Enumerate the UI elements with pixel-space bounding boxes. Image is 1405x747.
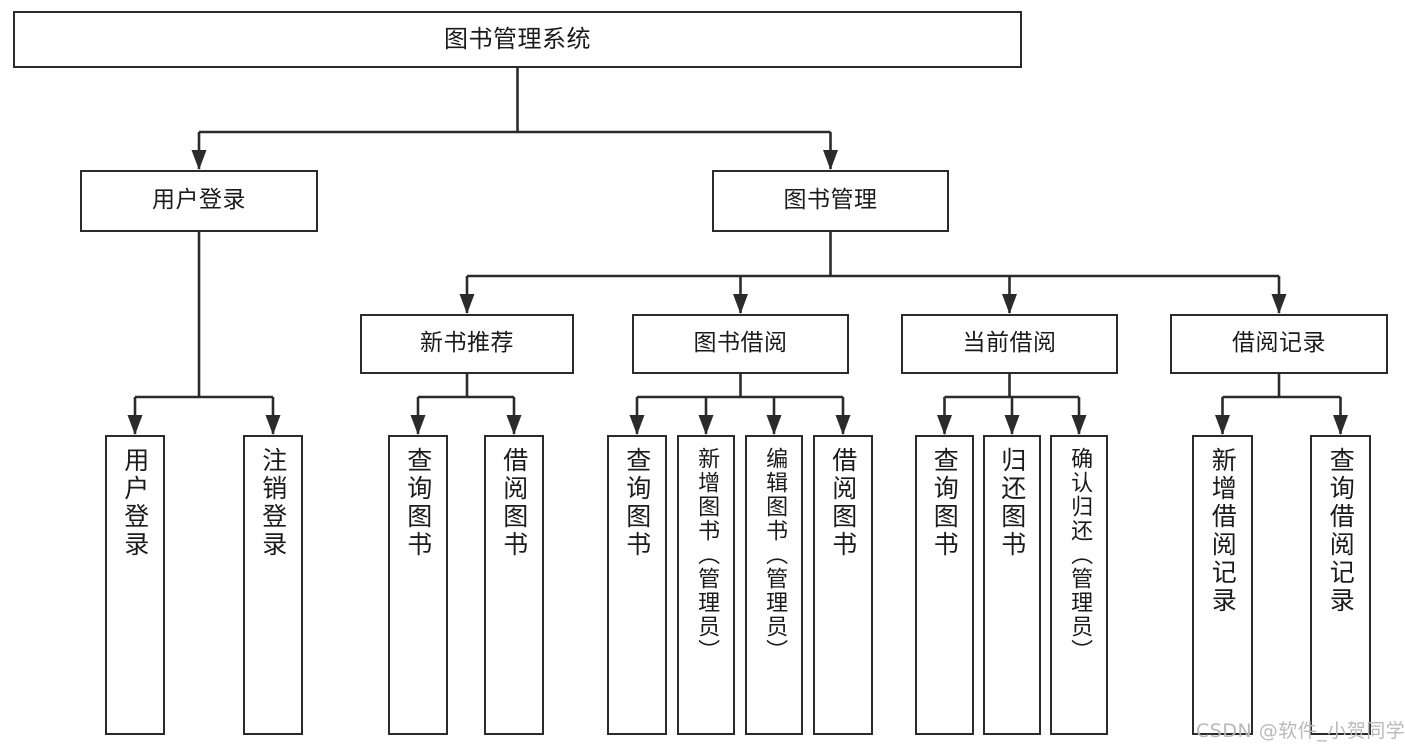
- node-label: 借阅记录: [1232, 330, 1326, 357]
- arrow-head-icon: [698, 415, 714, 435]
- node-root[interactable]: 图书管理系统: [13, 11, 1022, 68]
- node-label: 图书管理: [783, 187, 878, 214]
- arrow-head-icon: [265, 415, 281, 435]
- arrow-head-icon: [506, 415, 522, 435]
- arrow-head-icon: [937, 415, 952, 435]
- arrow-head-icon: [191, 150, 207, 170]
- node-leaf-return-book[interactable]: 归还图书: [983, 435, 1041, 735]
- node-label: 注销登录: [258, 447, 288, 559]
- node-current-borrow[interactable]: 当前借阅: [901, 314, 1118, 374]
- node-book-manage[interactable]: 图书管理: [712, 170, 949, 232]
- arrow-head-icon: [766, 415, 782, 435]
- arrow-head-icon: [629, 415, 645, 435]
- node-label: 查询图书: [403, 447, 433, 559]
- arrow-head-icon: [459, 294, 475, 314]
- node-user-login[interactable]: 用户登录: [80, 170, 318, 232]
- node-label: 编辑图书（管理员）: [762, 447, 788, 663]
- node-leaf-query-book-2[interactable]: 查询图书: [607, 435, 667, 735]
- watermark: CSDN @软件_小贺同学: [1196, 720, 1405, 742]
- node-label: 查询图书: [622, 447, 652, 559]
- node-label: 查询借阅记录: [1326, 447, 1356, 615]
- node-label: 图书管理系统: [444, 25, 591, 54]
- node-label: 借阅图书: [828, 447, 858, 559]
- arrow-head-icon: [410, 415, 426, 435]
- node-label: 新增借阅记录: [1208, 447, 1238, 615]
- node-leaf-user-login[interactable]: 用户登录: [105, 435, 165, 735]
- node-label: 当前借阅: [962, 330, 1057, 357]
- node-leaf-edit-book[interactable]: 编辑图书（管理员）: [745, 435, 803, 735]
- node-leaf-query-book-1[interactable]: 查询图书: [388, 435, 448, 735]
- node-leaf-borrow-book-2[interactable]: 借阅图书: [813, 435, 873, 735]
- node-borrow-record[interactable]: 借阅记录: [1170, 314, 1388, 374]
- node-label: 新书推荐: [420, 330, 514, 357]
- arrow-head-icon: [835, 415, 851, 435]
- arrow-head-icon: [733, 294, 748, 314]
- node-new-book-rec[interactable]: 新书推荐: [360, 314, 574, 374]
- node-leaf-query-record[interactable]: 查询借阅记录: [1310, 435, 1371, 735]
- arrow-head-icon: [1333, 415, 1348, 435]
- arrow-head-icon: [1215, 415, 1230, 435]
- node-label: 查询图书: [930, 447, 960, 559]
- arrow-head-icon: [1271, 294, 1287, 314]
- node-leaf-query-book-3[interactable]: 查询图书: [915, 435, 974, 735]
- arrow-head-icon: [1004, 415, 1020, 435]
- node-label: 确认归还（管理员）: [1067, 447, 1093, 663]
- node-leaf-confirm-return[interactable]: 确认归还（管理员）: [1050, 435, 1108, 735]
- arrow-head-icon: [823, 150, 838, 170]
- arrow-head-icon: [1071, 415, 1087, 435]
- node-label: 图书借阅: [693, 330, 788, 357]
- arrow-head-icon: [1002, 294, 1017, 314]
- node-label: 新增图书（管理员）: [694, 447, 720, 663]
- node-leaf-add-book[interactable]: 新增图书（管理员）: [677, 435, 735, 735]
- node-label: 借阅图书: [499, 447, 529, 559]
- node-book-borrow[interactable]: 图书借阅: [632, 314, 849, 374]
- node-label: 归还图书: [997, 447, 1027, 559]
- node-leaf-borrow-book-1[interactable]: 借阅图书: [484, 435, 544, 735]
- node-leaf-logout[interactable]: 注销登录: [243, 435, 303, 735]
- node-leaf-add-record[interactable]: 新增借阅记录: [1192, 435, 1253, 735]
- arrow-head-icon: [127, 415, 143, 435]
- node-label: 用户登录: [120, 447, 150, 559]
- node-label: 用户登录: [152, 187, 246, 214]
